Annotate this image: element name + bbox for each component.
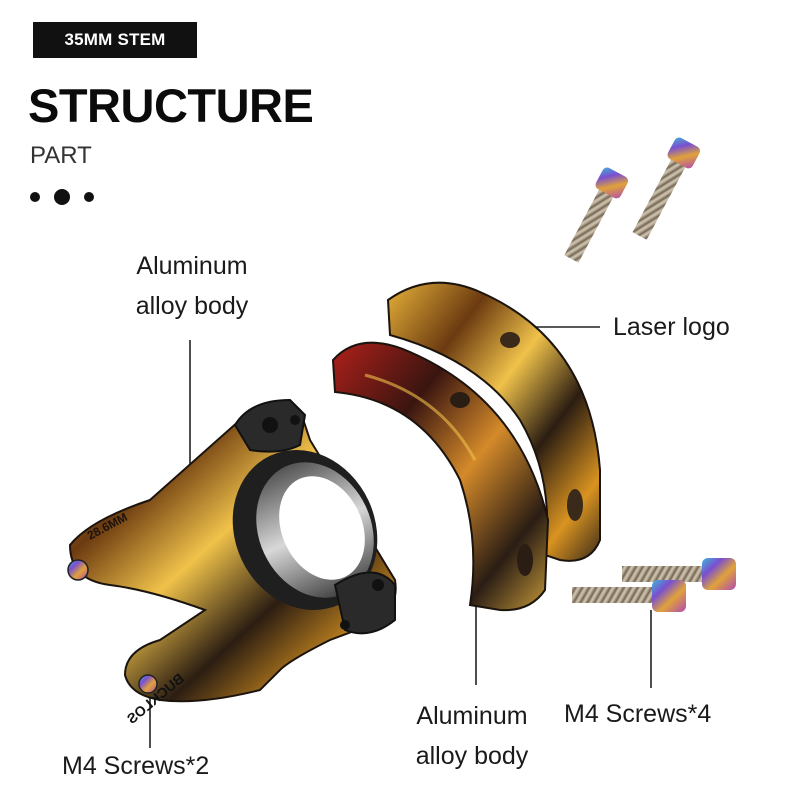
label-line2: alloy body	[135, 292, 249, 320]
front-clamp-back	[386, 281, 601, 562]
label-m4-screws-4: M4 Screws*4	[564, 700, 712, 728]
label-m4-screws-2: M4 Screws*2	[62, 752, 210, 780]
label-aluminum-body-right: Aluminum alloy body	[398, 696, 546, 776]
stem-bolt-1	[67, 559, 89, 581]
label-line1: Aluminum	[136, 252, 248, 280]
label-line1: Aluminum	[416, 702, 528, 730]
stem-bolt-2	[138, 674, 158, 694]
label-aluminum-body-left: Aluminum alloy body	[118, 246, 266, 326]
dot-3	[84, 192, 94, 202]
dot-2	[54, 189, 70, 205]
bottom-screw-2	[572, 580, 686, 612]
bottom-screw-1	[622, 558, 736, 590]
label-laser-logo: Laser logo	[613, 313, 730, 341]
top-screw-1	[564, 167, 628, 263]
page-subtitle: PART	[30, 142, 92, 169]
front-clamp-front	[331, 341, 550, 612]
label-line2: alloy body	[415, 742, 529, 770]
top-screw-2	[632, 137, 700, 240]
page-title: STRUCTURE	[28, 79, 314, 132]
pagination-dots	[30, 188, 100, 206]
product-badge: 35MM STEM	[33, 22, 197, 58]
dot-1	[30, 192, 40, 202]
stem-body: 28.6MM BUCKLOS	[67, 398, 397, 727]
